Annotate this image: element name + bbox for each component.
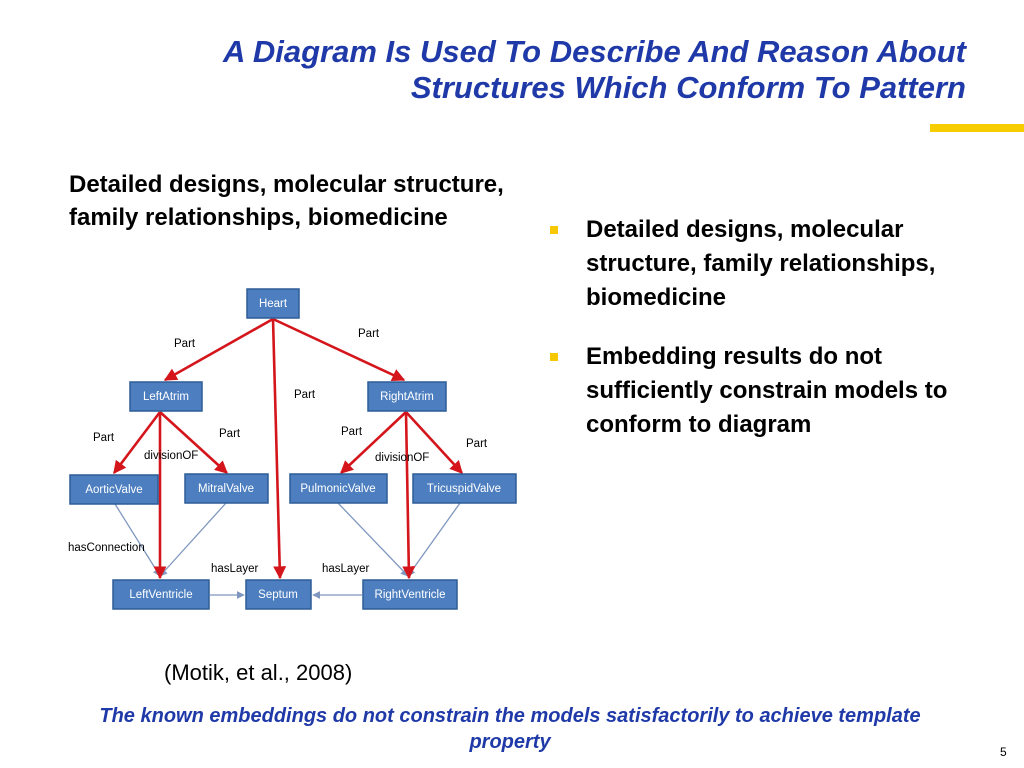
edge-label-has-layer: hasLayer <box>322 563 369 575</box>
edge-rightatrium-to-pulmonic <box>340 411 407 474</box>
bullet-text: Detailed designs, molecular structure, f… <box>586 216 936 311</box>
edge-label-part: Part <box>174 338 196 350</box>
edge-label-part: Part <box>466 438 488 450</box>
bullet-list: Detailed designs, molecular structure, f… <box>548 213 998 467</box>
node-label: MitralValve <box>198 483 254 495</box>
accent-bar <box>930 124 1024 132</box>
node-left-atrium: LeftAtrim <box>129 381 203 412</box>
node-aortic-valve: AorticValve <box>69 474 159 505</box>
edge-label-part: Part <box>358 328 380 340</box>
edge-label-has-connection: hasConnection <box>68 542 145 554</box>
edge-aortic-to-leftventricle <box>114 503 161 577</box>
square-bullet-icon <box>550 353 558 361</box>
bullet-item: Detailed designs, molecular structure, f… <box>548 213 998 315</box>
node-right-atrium: RightAtrim <box>367 381 447 412</box>
node-label: LeftVentricle <box>129 589 192 601</box>
edge-label-has-layer: hasLayer <box>211 563 258 575</box>
node-label: PulmonicValve <box>300 483 375 495</box>
edge-pulmonic-to-rightventricle <box>337 502 409 577</box>
node-right-ventricle: RightVentricle <box>362 579 458 610</box>
node-label: RightVentricle <box>375 589 446 601</box>
left-heading: Detailed designs, molecular structure, f… <box>69 171 504 231</box>
node-label: Septum <box>258 589 298 601</box>
title-line-2: Structures Which Conform To Pattern <box>410 70 966 105</box>
node-mitral-valve: MitralValve <box>184 473 269 504</box>
edge-leftatrium-to-aortic <box>112 411 162 475</box>
edge-leftatrium-to-mitral <box>159 411 228 474</box>
edge-label-division-of: divisionOF <box>375 452 429 464</box>
edge-label-division-of: divisionOF <box>144 450 198 462</box>
bullet-item: Embedding results do not sufficiently co… <box>548 340 998 442</box>
node-label: Heart <box>259 298 288 310</box>
edge-tricuspid-to-rightventricle <box>407 502 461 577</box>
edge-heart-to-rightatrium <box>272 317 406 382</box>
square-bullet-icon <box>550 226 558 234</box>
bullet-text: Embedding results do not sufficiently co… <box>586 343 948 438</box>
title-line-1: A Diagram Is Used To Describe And Reason… <box>223 34 966 69</box>
node-septum: Septum <box>245 579 312 610</box>
node-label: AorticValve <box>85 484 142 496</box>
node-label: LeftAtrim <box>143 391 189 403</box>
edge-rightatrium-to-tricuspid <box>405 411 463 474</box>
citation: (Motik, et al., 2008) <box>164 660 353 685</box>
node-pulmonic-valve: PulmonicValve <box>289 473 388 504</box>
node-heart: Heart <box>246 288 300 319</box>
edge-label-part: Part <box>93 432 115 444</box>
edge-label-part: Part <box>294 389 316 401</box>
edge-mitral-to-leftventricle <box>159 502 227 577</box>
node-label: RightAtrim <box>380 391 434 403</box>
node-left-ventricle: LeftVentricle <box>112 579 210 610</box>
slide-title: A Diagram Is Used To Describe And Reason… <box>100 34 966 106</box>
edge-label-part: Part <box>341 426 363 438</box>
page-number: 5 <box>1000 745 1007 759</box>
edge-heart-to-leftatrium <box>163 317 274 382</box>
node-tricuspid-valve: TricuspidValve <box>412 473 517 504</box>
footer-note: The known embeddings do not constrain th… <box>99 705 921 753</box>
edge-rightatrium-to-rightventricle <box>402 411 416 580</box>
edge-label-part: Part <box>219 428 241 440</box>
node-label: TricuspidValve <box>427 483 501 495</box>
edge-heart-to-septum <box>271 318 287 580</box>
